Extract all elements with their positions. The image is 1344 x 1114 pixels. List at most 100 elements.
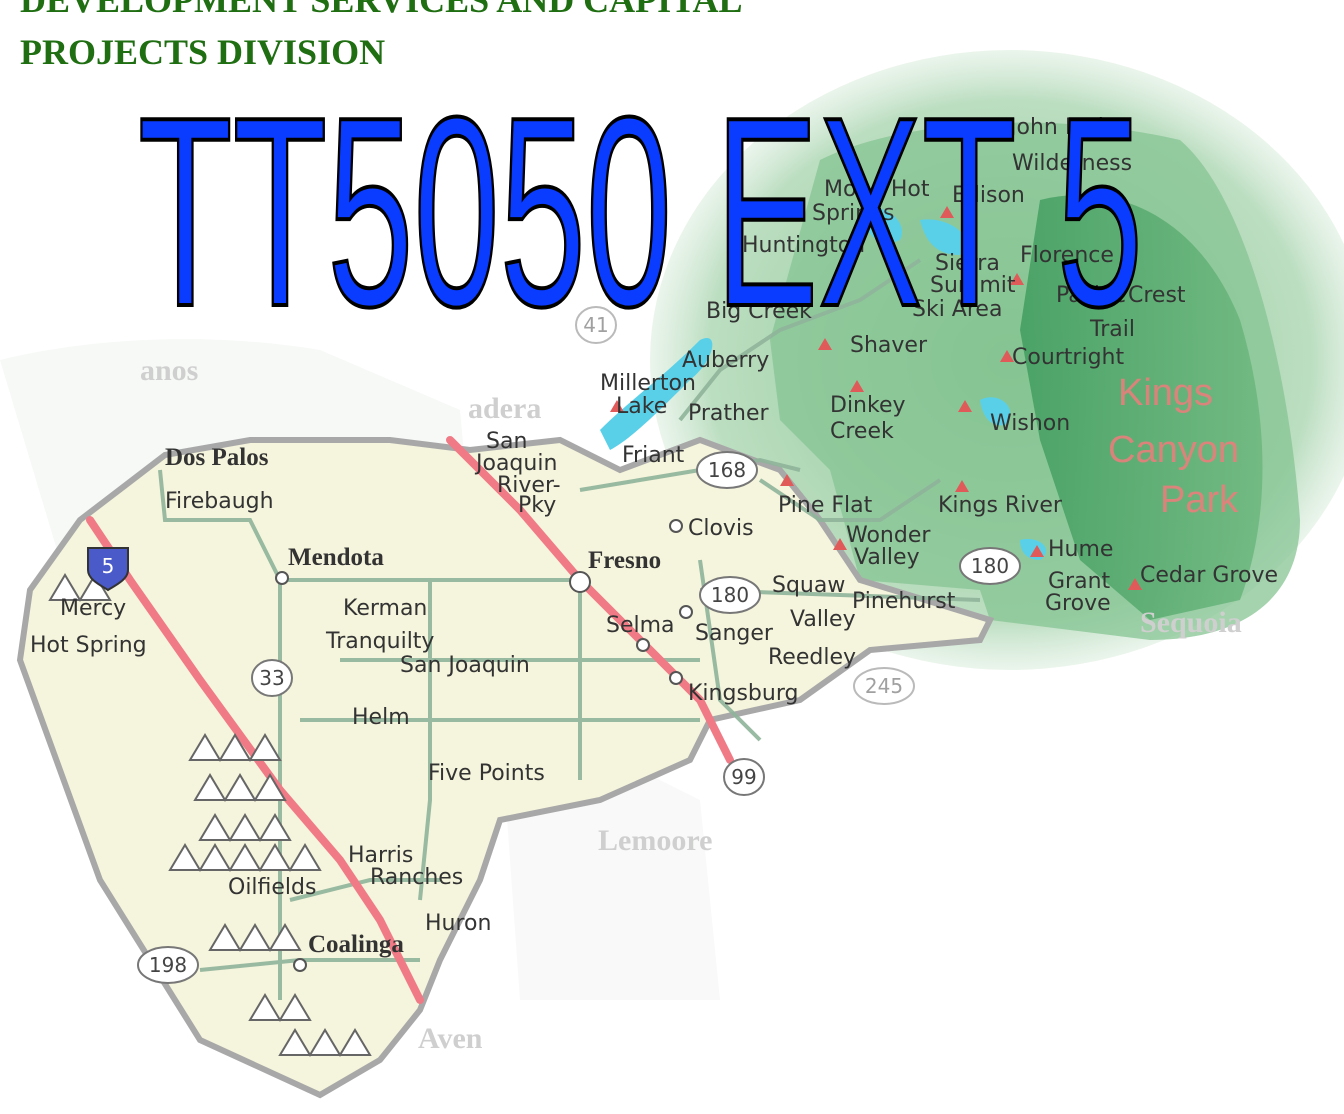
place-label-wishon: Wishon bbox=[990, 411, 1070, 436]
place-label-grant: Grant bbox=[1048, 569, 1111, 594]
place-label-mono-hot: Mono Hot bbox=[824, 177, 930, 202]
place-label-clovis: Clovis bbox=[688, 516, 754, 541]
faint-label-madera: adera bbox=[468, 392, 541, 425]
route-shields: 5 168 180 180 33 99 198 41 245 bbox=[87, 306, 1021, 984]
route-shield-r180b: 180 bbox=[959, 547, 1021, 585]
place-label-ranches: Ranches bbox=[370, 865, 463, 890]
faint-label-sequoia: Sequoia bbox=[1140, 606, 1242, 639]
place-label-hot-spring: Hot Spring bbox=[30, 633, 147, 658]
place-label-kerman: Kerman bbox=[343, 596, 427, 621]
route-shield-label-r99: 99 bbox=[731, 765, 756, 789]
park-label-0: Kings bbox=[1118, 372, 1213, 414]
place-label-kingsburg: Kingsburg bbox=[688, 681, 798, 706]
route-shield-label-i5: 5 bbox=[102, 554, 115, 578]
place-label-cedar-grove: Cedar Grove bbox=[1140, 563, 1278, 588]
place-label-john-muir: John Muir bbox=[1008, 115, 1114, 140]
route-shield-label-r198: 198 bbox=[149, 953, 187, 977]
route-shield-r198: 198 bbox=[137, 946, 199, 984]
place-label-wonder: Wonder bbox=[846, 523, 931, 548]
division-heading-line1: DEVELOPMENT SERVICES AND CAPITAL bbox=[20, 0, 743, 20]
place-label-harris: Harris bbox=[348, 843, 413, 868]
camp-markers bbox=[610, 206, 1142, 590]
place-label-ski-area: Ski Area bbox=[912, 297, 1002, 322]
place-label-dinkey-creek: Creek bbox=[830, 419, 894, 444]
route-shield-r41: 41 bbox=[575, 306, 617, 344]
route-shield-label-r33: 33 bbox=[259, 666, 284, 690]
place-label-prather: Prather bbox=[688, 401, 770, 426]
place-label-mercy: Mercy bbox=[60, 596, 126, 621]
faint-label-lemoore: Lemoore bbox=[598, 824, 712, 857]
place-label-sanger: Sanger bbox=[695, 621, 774, 646]
park-label-1: Canyon bbox=[1108, 429, 1239, 471]
route-shield-label-r168: 168 bbox=[708, 458, 746, 482]
place-label-huntington: Huntington bbox=[742, 233, 865, 258]
division-heading-line2: PROJECTS DIVISION bbox=[20, 32, 386, 72]
route-shield-r168: 168 bbox=[696, 451, 758, 489]
route-shield-r245: 245 bbox=[853, 667, 915, 705]
place-label-dinkey: Dinkey bbox=[830, 393, 906, 418]
place-label-courtright: Courtright bbox=[1012, 345, 1125, 370]
place-label-san-joaquin-river: San bbox=[486, 429, 527, 454]
place-label-five-points: Five Points bbox=[428, 761, 545, 786]
place-label-springs: Springs bbox=[812, 201, 894, 226]
route-shield-r99: 99 bbox=[723, 758, 765, 796]
place-label-oilfields: Oilfields bbox=[228, 875, 316, 900]
place-label-trail: Trail bbox=[1089, 317, 1135, 342]
place-label-sierra: Sierra bbox=[935, 251, 1000, 276]
place-label-crest: Crest bbox=[1128, 283, 1186, 308]
place-label-selma: Selma bbox=[606, 613, 675, 638]
place-label-huron: Huron bbox=[425, 911, 491, 936]
place-label-san-joaquin: San Joaquin bbox=[400, 653, 530, 678]
kings-canyon-park-area bbox=[1020, 195, 1263, 620]
place-label-kings-river: Kings River bbox=[938, 493, 1063, 518]
place-label-pine-flat: Pine Flat bbox=[778, 493, 873, 518]
place-label-hume: Hume bbox=[1048, 537, 1113, 562]
sierra-mountain-region bbox=[650, 50, 1344, 670]
lakes bbox=[600, 207, 1047, 560]
place-label-edison: Edison bbox=[952, 183, 1025, 208]
route-shield-i5: 5 bbox=[87, 547, 129, 592]
route-shield-label-r41: 41 bbox=[583, 313, 608, 337]
place-label-auberry: Auberry bbox=[682, 348, 769, 373]
place-label-lake: Lake bbox=[616, 394, 667, 419]
place-label-pinehurst: Pinehurst bbox=[852, 589, 956, 614]
route-shield-label-r180b: 180 bbox=[971, 554, 1009, 578]
route-shield-r33: 33 bbox=[251, 659, 293, 697]
place-label-firebaugh: Firebaugh bbox=[165, 489, 274, 514]
place-label-sjr-4: Pky bbox=[518, 493, 556, 518]
place-label-big-creek: Big Creek bbox=[706, 299, 812, 324]
tract-title-text: TT5050 EXT 5 bbox=[138, 62, 1143, 340]
place-label-helm: Helm bbox=[352, 705, 410, 730]
place-label-shaver: Shaver bbox=[850, 333, 928, 358]
place-label-valley: Valley bbox=[854, 545, 920, 570]
tract-title: TT5050 EXT 5 bbox=[136, 60, 1145, 340]
place-label-florence: Florence bbox=[1020, 243, 1114, 268]
place-label-summit: Summit bbox=[930, 273, 1016, 298]
city-markers bbox=[275, 519, 693, 972]
place-label-grove: Grove bbox=[1045, 591, 1111, 616]
place-label-mendota: Mendota bbox=[288, 544, 384, 571]
route-shield-label-r180a: 180 bbox=[711, 583, 749, 607]
place-label-reedley: Reedley bbox=[768, 645, 856, 670]
faint-label-avenal: Aven bbox=[418, 1022, 483, 1055]
place-label-fresno: Fresno bbox=[588, 547, 661, 574]
place-label-squaw: Squaw bbox=[772, 573, 845, 598]
place-label-friant: Friant bbox=[622, 443, 685, 468]
route-shield-r180a: 180 bbox=[699, 576, 761, 614]
place-label-sjr-2: Joaquin bbox=[474, 451, 557, 476]
place-label-millerton: Millerton bbox=[600, 371, 696, 396]
place-label-tranquility: Tranquilty bbox=[325, 629, 434, 654]
faint-label-banos: anos bbox=[140, 354, 198, 387]
park-label-2: Park bbox=[1160, 479, 1239, 521]
place-label-pacific: Pacific bbox=[1056, 283, 1126, 308]
place-label-wilderness: Wilderness bbox=[1012, 151, 1132, 176]
place-label-coalinga: Coalinga bbox=[308, 931, 404, 958]
route-shield-label-r245: 245 bbox=[865, 674, 903, 698]
place-label-dos-palos: Dos Palos bbox=[165, 444, 269, 471]
place-label-sjr-3: River- bbox=[497, 473, 561, 498]
